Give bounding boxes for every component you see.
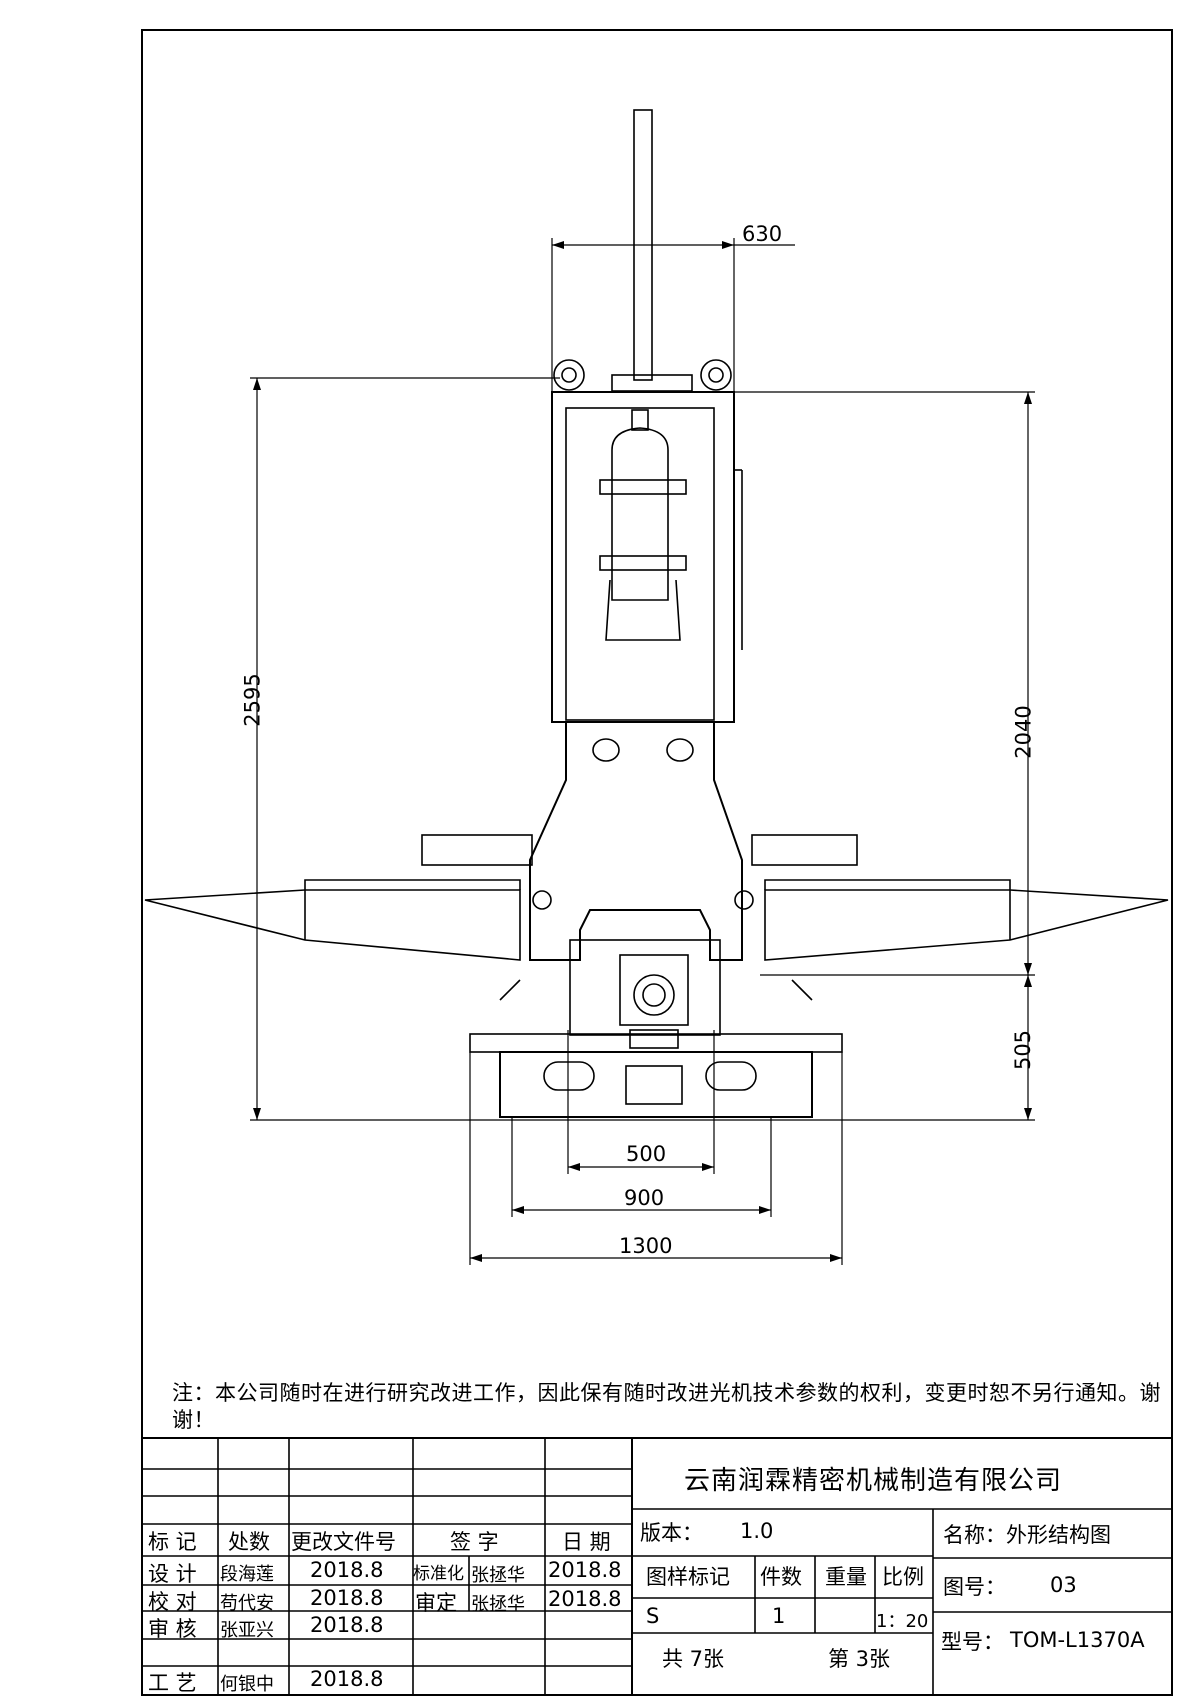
sheet-number: 第 3张 — [828, 1647, 891, 1671]
approval-date: 2018.8 — [548, 1558, 622, 1582]
row-date: 2018.8 — [310, 1613, 384, 1637]
version-label: 版本： — [640, 1521, 703, 1545]
dim-column-height: 2040 — [1011, 705, 1036, 759]
title-block-grid — [142, 1437, 1172, 1695]
total-sheets: 共 7张 — [662, 1647, 725, 1671]
header-mark: 标 记 — [148, 1530, 197, 1554]
row-date: 2018.8 — [310, 1667, 384, 1691]
dimension-arrows — [253, 241, 1032, 1262]
approval-name: 张拯华 — [471, 1594, 525, 1615]
mark-value: S — [646, 1604, 660, 1628]
dim-overall-height: 2595 — [240, 673, 265, 727]
dim-base-height: 505 — [1011, 1029, 1036, 1071]
drawing-no-value: 03 — [1050, 1573, 1077, 1597]
drawing-border — [141, 29, 1173, 1696]
version-value: 1.0 — [740, 1519, 774, 1543]
col-weight: 重量 — [825, 1565, 867, 1589]
row-role: 审 核 — [148, 1617, 197, 1641]
col-qty: 件数 — [760, 1565, 802, 1589]
header-count: 处数 — [228, 1530, 270, 1554]
row-role: 设 计 — [148, 1562, 197, 1586]
header-signature: 签 字 — [450, 1530, 499, 1554]
row-name: 苟代安 — [220, 1593, 274, 1614]
row-role: 校 对 — [148, 1590, 197, 1614]
dimension-lines — [250, 238, 1035, 1265]
machine-outline — [144, 109, 1169, 1118]
company-name: 云南润霖精密机械制造有限公司 — [684, 1466, 1063, 1496]
qty-value: 1 — [772, 1604, 786, 1628]
model-value: TOM-L1370A — [1010, 1628, 1145, 1652]
row-date: 2018.8 — [310, 1558, 384, 1582]
row-name: 张亚兴 — [220, 1620, 274, 1641]
dim-width-900: 900 — [624, 1186, 665, 1210]
scale-value: 1：20 — [876, 1611, 929, 1632]
dim-width-500: 500 — [626, 1142, 667, 1166]
col-mark: 图样标记 — [646, 1565, 730, 1589]
approval-role: 标准化 — [413, 1564, 464, 1584]
approval-date: 2018.8 — [548, 1587, 622, 1611]
approval-role: 审定 — [415, 1591, 457, 1615]
dim-top-width: 630 — [742, 222, 783, 246]
header-date: 日 期 — [562, 1530, 611, 1554]
row-role: 工 艺 — [148, 1671, 197, 1695]
row-date: 2018.8 — [310, 1586, 384, 1610]
approval-name: 张拯华 — [471, 1565, 525, 1586]
row-name: 何银中 — [220, 1674, 274, 1695]
drawing-no-label: 图号： — [943, 1575, 1006, 1599]
drawing-note: 注：本公司随时在进行研究改进工作，因此保有随时改进光机技术参数的权利，变更时恕不… — [172, 1381, 1161, 1432]
model-label: 型号： — [941, 1630, 1004, 1654]
col-scale: 比例 — [882, 1565, 924, 1589]
drawing-name: 名称：外形结构图 — [943, 1523, 1111, 1547]
header-change-doc: 更改文件号 — [291, 1530, 396, 1554]
row-name: 段海莲 — [220, 1564, 274, 1585]
dim-width-1300: 1300 — [619, 1234, 673, 1258]
